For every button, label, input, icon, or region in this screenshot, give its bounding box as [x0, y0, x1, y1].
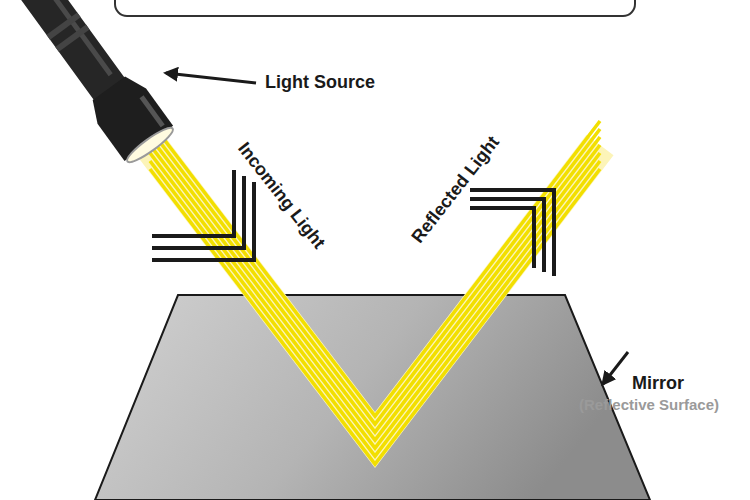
direction-chevron — [470, 208, 534, 268]
flashlight-body — [0, 0, 127, 104]
direction-chevron — [470, 199, 544, 272]
reflected-chevrons — [470, 190, 554, 276]
part-note: (Reflective Surface) — [579, 397, 719, 414]
light-beam — [150, 121, 600, 464]
part-label: Light Source — [265, 73, 375, 93]
light-beam-glow — [150, 145, 600, 440]
leader-arrow — [166, 73, 256, 83]
direction-chevron — [152, 170, 234, 236]
mirror-surface — [95, 295, 650, 500]
direction-chevron — [470, 190, 554, 276]
beam-ray — [150, 145, 600, 440]
flashlight-highlight — [140, 95, 165, 127]
title-box-edge — [115, 0, 635, 16]
beam-ray — [150, 129, 600, 424]
flashlight-highlight — [26, 0, 112, 76]
flashlight-grip — [55, 25, 89, 52]
direction-chevron — [152, 176, 244, 248]
leader-arrow — [603, 352, 628, 384]
ray-label: Reflected Light — [408, 133, 504, 248]
direction-chevron — [152, 182, 254, 260]
part-label: Mirror — [632, 374, 684, 394]
beam-ray — [150, 121, 600, 416]
beam-ray — [150, 169, 600, 464]
flashlight — [0, 0, 178, 167]
incoming-chevrons — [152, 170, 254, 260]
beam-ray — [150, 137, 600, 432]
beam-ray — [150, 161, 600, 456]
ray-label: Incoming Light — [233, 139, 328, 253]
flashlight-lens — [124, 124, 176, 167]
flashlight-head — [85, 71, 174, 161]
beam-ray — [150, 153, 600, 448]
